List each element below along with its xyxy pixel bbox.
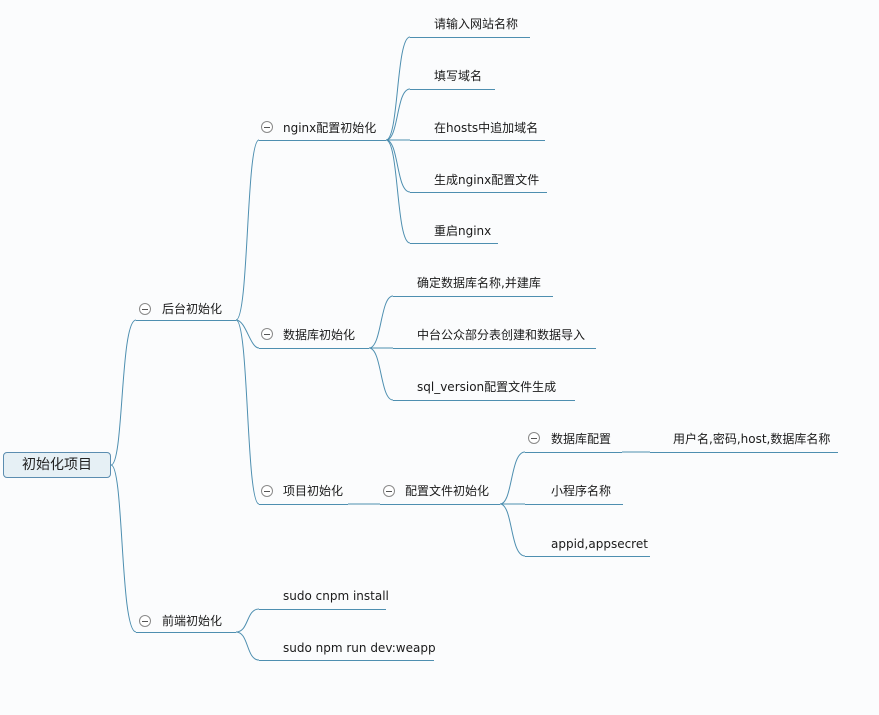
topic-database-init[interactable]: 数据库初始化 [283,328,356,342]
topic-underline [393,296,553,297]
topic-underline [380,504,500,505]
connector-frontend-2 [235,631,260,661]
topic-underline [259,609,386,610]
topic-project-init[interactable]: 项目初始化 [283,484,344,498]
topic-miniapp-name[interactable]: 小程序名称 [551,484,612,498]
topic-db-step-1[interactable]: 确定数据库名称,并建库 [417,276,541,290]
root-topic[interactable]: 初始化项目 [3,452,111,478]
connector-nginx-4 [385,139,411,193]
topic-underline [410,89,495,90]
topic-backend-init[interactable]: 后台初始化 [162,302,223,316]
topic-nginx-init[interactable]: nginx配置初始化 [283,121,377,135]
topic-underline [393,348,596,349]
topic-nginx-step-3[interactable]: 在hosts中追加域名 [434,121,539,135]
topic-underline [525,556,650,557]
topic-underline [525,452,622,453]
topic-frontend-cmd-2[interactable]: sudo npm run dev:weapp [283,641,436,655]
topic-underline [259,140,386,141]
topic-underline [410,37,530,38]
collapse-toggle-project[interactable] [261,485,273,497]
connector-backend-nginx [235,139,260,321]
topic-nginx-step-5[interactable]: 重启nginx [434,224,492,238]
topic-nginx-step-4[interactable]: 生成nginx配置文件 [434,173,540,187]
collapse-toggle-database[interactable] [261,328,273,340]
topic-frontend-init[interactable]: 前端初始化 [162,614,223,628]
topic-appid[interactable]: appid,appsecret [551,537,648,551]
connector-frontend-1 [235,608,260,633]
collapse-toggle-frontend[interactable] [139,615,151,627]
connector-backend-project [235,319,260,505]
topic-underline [650,452,838,453]
connector-db-1 [368,295,394,349]
connector-root-frontend [110,464,137,633]
topic-db-config-detail[interactable]: 用户名,密码,host,数据库名称 [673,432,831,446]
topic-config-init[interactable]: 配置文件初始化 [405,484,490,498]
collapse-toggle-backend[interactable] [139,303,151,315]
topic-underline [410,243,498,244]
connector-nginx-2 [385,88,411,141]
topic-underline [410,140,545,141]
topic-underline [410,192,547,193]
connector-nginx-1 [385,36,411,141]
collapse-toggle-nginx[interactable] [261,121,273,133]
collapse-toggle-config[interactable] [383,485,395,497]
topic-nginx-step-1[interactable]: 请输入网站名称 [434,17,519,31]
collapse-toggle-db-config[interactable] [528,432,540,444]
connector-config-db [499,451,526,505]
connector-backend-database [235,319,260,349]
topic-underline [393,400,575,401]
topic-underline [259,504,348,505]
topic-db-step-3[interactable]: sql_version配置文件生成 [417,380,557,394]
topic-underline [259,660,434,661]
topic-db-step-2[interactable]: 中台公众部分表创建和数据导入 [417,328,586,342]
topic-underline [136,320,236,321]
connector-db-3 [368,347,394,401]
connector-root-backend [110,319,137,466]
connector-config-appid [499,503,526,557]
connector-nginx-5 [385,139,411,244]
topic-underline [525,504,623,505]
topic-underline [259,348,369,349]
topic-underline [136,632,236,633]
topic-frontend-cmd-1[interactable]: sudo cnpm install [283,589,389,603]
topic-db-config[interactable]: 数据库配置 [551,432,612,446]
topic-nginx-step-2[interactable]: 填写域名 [434,69,483,83]
